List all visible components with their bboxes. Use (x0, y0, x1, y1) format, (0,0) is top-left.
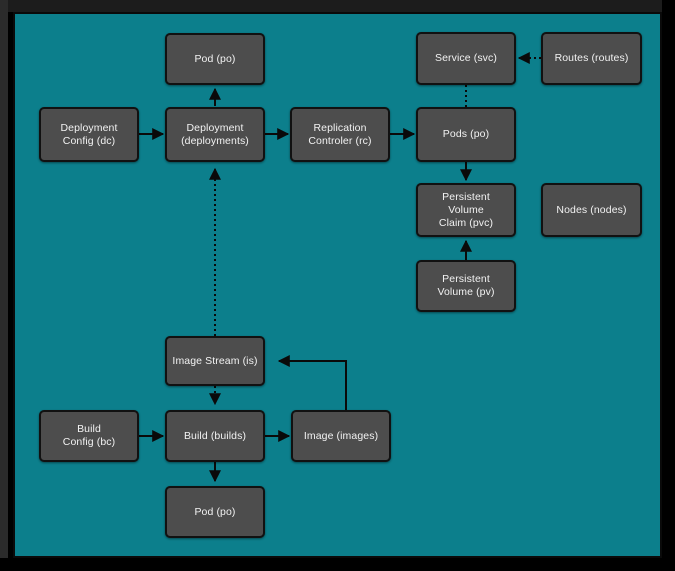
window-frame-bottom (0, 558, 675, 571)
edge-image-to-image-stream (277, 355, 347, 410)
node-image-stream[interactable]: Image Stream (is) (165, 336, 265, 386)
node-label: Persistent Volume Claim (pvc) (438, 190, 494, 229)
node-persistent-volume[interactable]: Persistent Volume (pv) (416, 260, 516, 312)
node-label: Pods (po) (442, 128, 490, 140)
node-label: Pod (po) (194, 505, 236, 518)
node-pods[interactable]: Pods (po) (416, 107, 516, 162)
node-deployment-config[interactable]: Deployment Config (dc) (39, 107, 139, 162)
node-label: Nodes (nodes) (556, 203, 627, 216)
node-label: Deployment Config (dc) (60, 121, 118, 147)
node-label: Pod (po) (194, 52, 236, 65)
node-label: Persistent Volume (pv) (437, 273, 495, 298)
node-label: Service (svc) (435, 52, 497, 64)
node-nodes[interactable]: Nodes (nodes) (541, 183, 642, 237)
node-deployment[interactable]: Deployment (deployments) (165, 107, 265, 162)
node-pod-bottom[interactable]: Pod (po) (165, 486, 265, 538)
node-label: Build Config (bc) (62, 423, 116, 448)
node-label: Deployment (deployments) (181, 121, 249, 147)
node-label: Build (builds) (183, 429, 247, 442)
node-build[interactable]: Build (builds) (165, 410, 265, 462)
node-image[interactable]: Image (images) (291, 410, 391, 462)
node-routes[interactable]: Routes (routes) (541, 32, 642, 85)
node-replication-controller[interactable]: Replication Controler (rc) (290, 107, 390, 162)
node-label: Image (images) (303, 429, 379, 442)
node-build-config[interactable]: Build Config (bc) (39, 410, 139, 462)
edge-layer (139, 52, 541, 483)
window-frame-right (662, 0, 675, 571)
node-service[interactable]: Service (svc) (416, 32, 516, 85)
window-frame-left (0, 0, 8, 571)
diagram-canvas: Pod (po) Service (svc) Routes (routes) D… (13, 12, 662, 558)
window-frame-top (0, 0, 675, 12)
node-label: Replication Controler (rc) (308, 121, 372, 147)
node-label: Routes (routes) (554, 52, 629, 64)
node-persistent-volume-claim[interactable]: Persistent Volume Claim (pvc) (416, 183, 516, 237)
node-pod-top[interactable]: Pod (po) (165, 33, 265, 85)
node-label: Image Stream (is) (172, 354, 258, 367)
